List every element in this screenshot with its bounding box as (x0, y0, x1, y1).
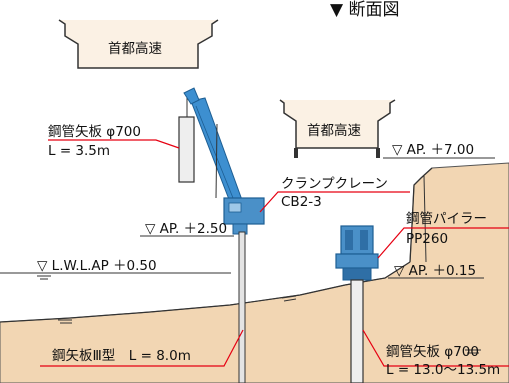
level-ap-piler: ▽ AP. ＋0.15 (394, 263, 476, 279)
diagram-title: ▼ 断面図 (330, 0, 399, 20)
hanging-pile (178, 95, 195, 183)
callout-lines (40, 139, 509, 367)
pile-upper-name: 鋼管矢板 φ700 (48, 124, 141, 140)
pile-lower-name: 鋼管矢板 φ700 (386, 344, 479, 360)
pile-upper-length: L = 3.5m (48, 143, 110, 159)
retaining-wall (409, 167, 433, 263)
piler-name: 鋼管パイラー (406, 211, 487, 227)
pipe-pile-lower (350, 279, 364, 383)
level-lines (140, 157, 495, 279)
highway-label-mid: 首都高速 (307, 122, 361, 139)
crane-boom (183, 87, 243, 203)
level-ap-crane: ▽ AP. ＋2.50 (145, 221, 227, 237)
sheet-pile-label: 鋼矢板Ⅲ型 L = 8.0m (52, 348, 191, 364)
level-lwl: ▽ L.W.L.AP ＋0.50 (37, 258, 157, 274)
highway-deck-mid (279, 99, 396, 158)
riverbed-line (0, 261, 411, 323)
pile-lower-length: L = 13.0～13.5m (386, 362, 500, 378)
crane-name: クランプクレーン (281, 176, 388, 192)
sheet-pile-column (238, 231, 246, 383)
pipe-piler (335, 225, 379, 281)
level-ap-top: ▽ AP. ＋7.00 (392, 142, 474, 158)
piler-model: PP260 (406, 231, 448, 247)
highway-label-top: 首都高速 (108, 40, 162, 57)
highway-deck-top (58, 19, 219, 69)
riverbed-hatch (58, 295, 481, 354)
crane-model: CB2-3 (281, 194, 322, 210)
crane-cab (223, 197, 265, 235)
water-symbol (37, 275, 51, 280)
wall-inner-line (423, 175, 427, 263)
